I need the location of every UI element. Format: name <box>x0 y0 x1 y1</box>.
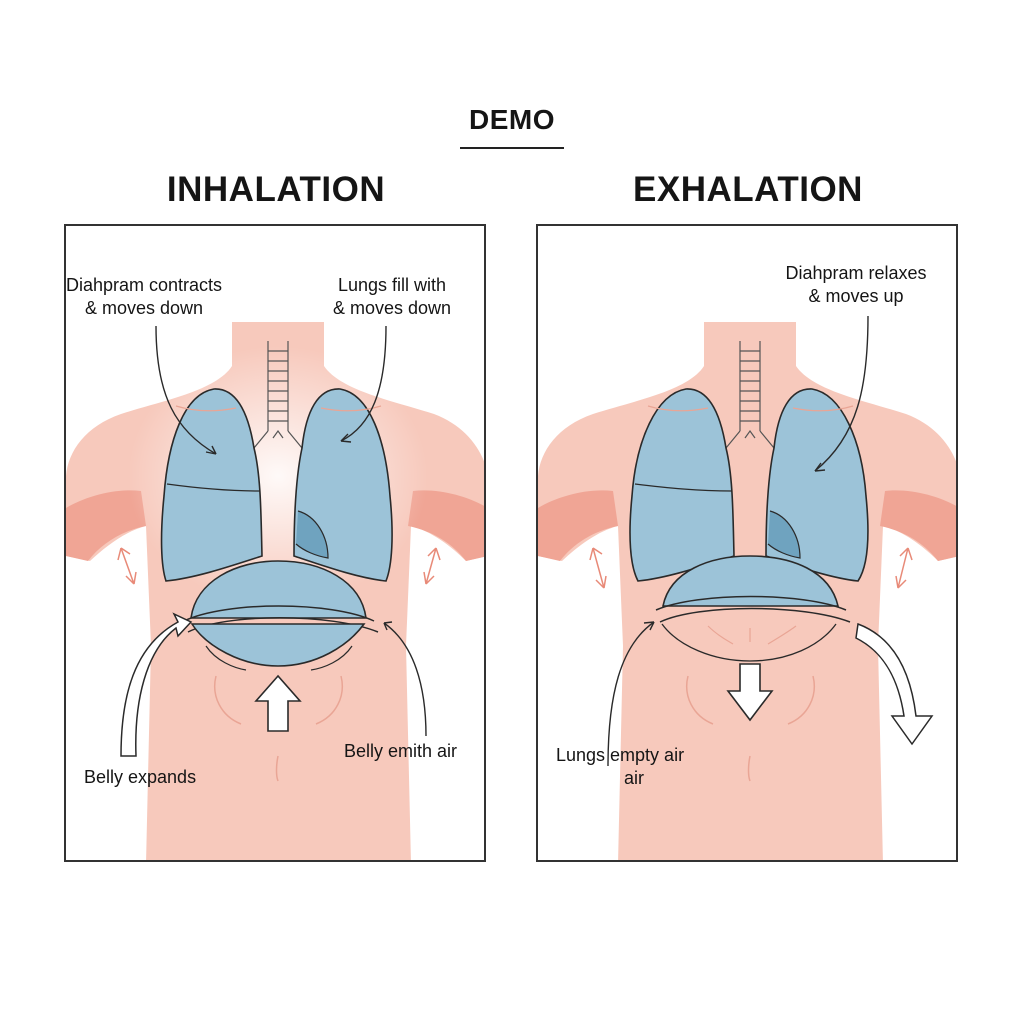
inhalation-panel: Diahpram contracts & moves down Lungs fi… <box>64 224 486 862</box>
left-lung <box>629 388 735 582</box>
demo-title: DEMO <box>469 104 555 135</box>
demo-underline <box>460 147 564 149</box>
inhalation-diaphragm-line1: Diahpram contracts <box>66 275 223 295</box>
arrow-down-icon <box>726 663 774 722</box>
inhalation-diaphragm-line2: & moves down <box>84 298 204 318</box>
inhalation-lungs-label: Lungs fill with & moves down <box>314 274 470 320</box>
exhalation-diaphragm-line1: Diahpram relaxes <box>785 263 927 283</box>
exhalation-diaphragm-label: Diahpram relaxes & moves up <box>766 262 946 308</box>
inhalation-lungs-line1: Lungs fill with <box>337 275 447 295</box>
inhalation-lungs-line2: & moves down <box>332 298 452 318</box>
exhalation-diaphragm-line2: & moves up <box>808 286 904 306</box>
exhalation-lungs-line2: air <box>624 768 645 788</box>
inhalation-belly-right-label: Belly emith air <box>344 741 458 761</box>
double-arrow-icon <box>117 547 441 585</box>
left-lung <box>160 388 263 582</box>
inhalation-diaphragm-label: Diahpram contracts & moves down <box>66 274 222 320</box>
exhalation-illustration <box>538 315 956 860</box>
diaphragm-dome <box>190 560 367 619</box>
inhalation-title: INHALATION <box>166 170 386 209</box>
inhalation-illustration <box>66 322 484 860</box>
exhalation-panel: Diahpram relaxes & moves up Lungs empty … <box>536 224 958 862</box>
exhalation-lungs-line1: Lungs empty air <box>556 745 685 765</box>
diaphragm-dome <box>662 555 840 607</box>
exhalation-title: EXHALATION <box>633 170 863 209</box>
exhalation-lungs-label: Lungs empty air air <box>556 744 684 790</box>
double-arrow-icon <box>589 547 913 589</box>
stomach-lobe <box>190 623 366 667</box>
curved-arrow-icon <box>120 612 193 757</box>
inhalation-belly-left-label: Belly expands <box>84 767 197 787</box>
curved-arrow-icon <box>855 622 934 746</box>
arrow-up-icon <box>254 674 302 732</box>
